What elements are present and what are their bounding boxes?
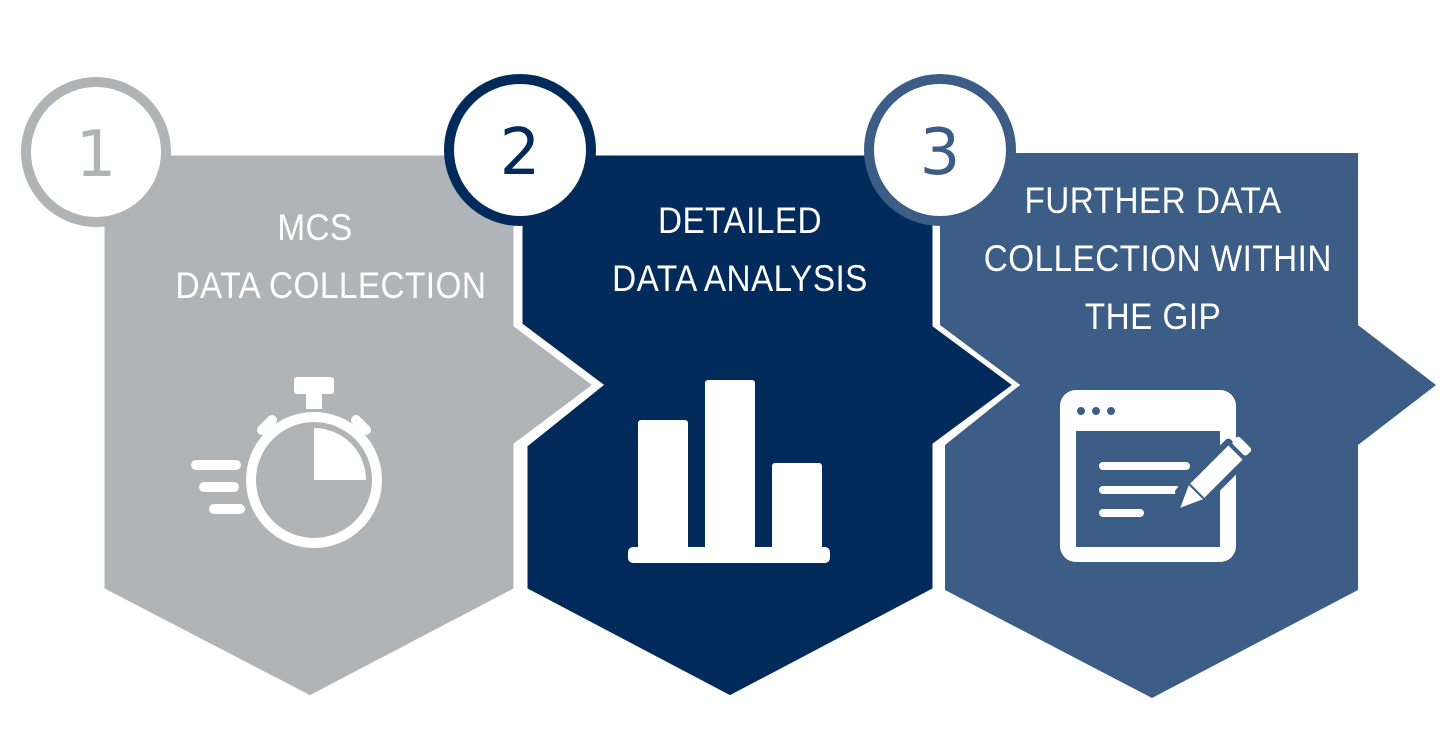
step-3-number-badge: 3 [864, 74, 1016, 226]
step-1-title-line: DATA COLLECTION [175, 265, 487, 306]
step-1-title-line: MCS [277, 207, 353, 248]
step-3-title-line: FURTHER DATA [1024, 180, 1282, 221]
step-2-number-badge: 2 [444, 74, 596, 226]
step-2-title-line: DETAILED [658, 200, 822, 241]
bar-chart-icon [628, 380, 830, 563]
stopwatch-icon [191, 377, 382, 548]
step-3-title-line: COLLECTION WITHIN [983, 238, 1332, 279]
step-1-title: MCS DATA COLLECTION [175, 199, 487, 315]
step-2-title: DETAILED DATA ANALYSIS [598, 192, 882, 308]
step-1-number: 1 [76, 118, 117, 192]
step-1-number-badge: 1 [21, 77, 171, 227]
step-3-number: 3 [920, 116, 961, 190]
step-2-title-line: DATA ANALYSIS [612, 258, 868, 299]
step-3-title-line: THE GIP [1084, 296, 1222, 337]
edit-document-icon [1060, 390, 1252, 562]
step-2-number: 2 [500, 116, 541, 190]
step-3-title: FURTHER DATA COLLECTION WITHIN THE GIP [983, 172, 1332, 346]
